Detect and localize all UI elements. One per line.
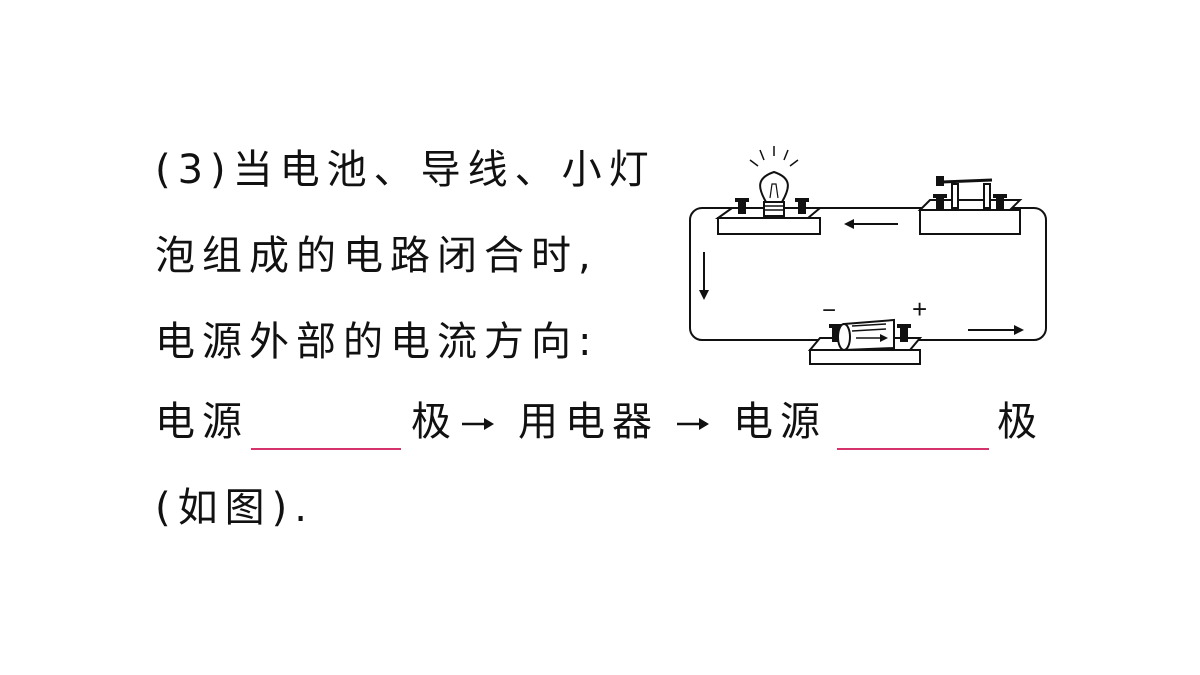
text-pole-2: 极 [997, 399, 1044, 445]
question-line-1: (3)当电池、导线、小灯 [155, 147, 656, 193]
answer-blank-2[interactable] [837, 448, 989, 450]
arrow-right-icon [677, 418, 709, 430]
answer-blank-1[interactable] [251, 448, 401, 450]
question-line-2: 泡组成的电路闭合时, [155, 233, 598, 279]
current-arrow-left-icon [844, 219, 898, 229]
bulb-on-base-icon [714, 146, 823, 235]
switch-on-base-icon [917, 176, 1023, 235]
current-arrow-right-icon [968, 325, 1024, 335]
arrow-right-icon [462, 418, 494, 430]
question-line-5: (如图). [155, 485, 314, 531]
battery-minus-label: − [822, 297, 836, 324]
text-power-source-1: 电源 [155, 399, 249, 445]
circuit-diagram: − + [689, 146, 1047, 365]
battery-on-base-icon [807, 318, 923, 365]
text-pole-1: 极 [411, 399, 458, 445]
text-appliance: 用电器 [518, 399, 659, 445]
question-line-3: 电源外部的电流方向: [155, 319, 599, 365]
current-arrow-down-icon [699, 252, 709, 300]
text-power-source-2: 电源 [733, 399, 827, 445]
battery-plus-label: + [912, 294, 927, 324]
